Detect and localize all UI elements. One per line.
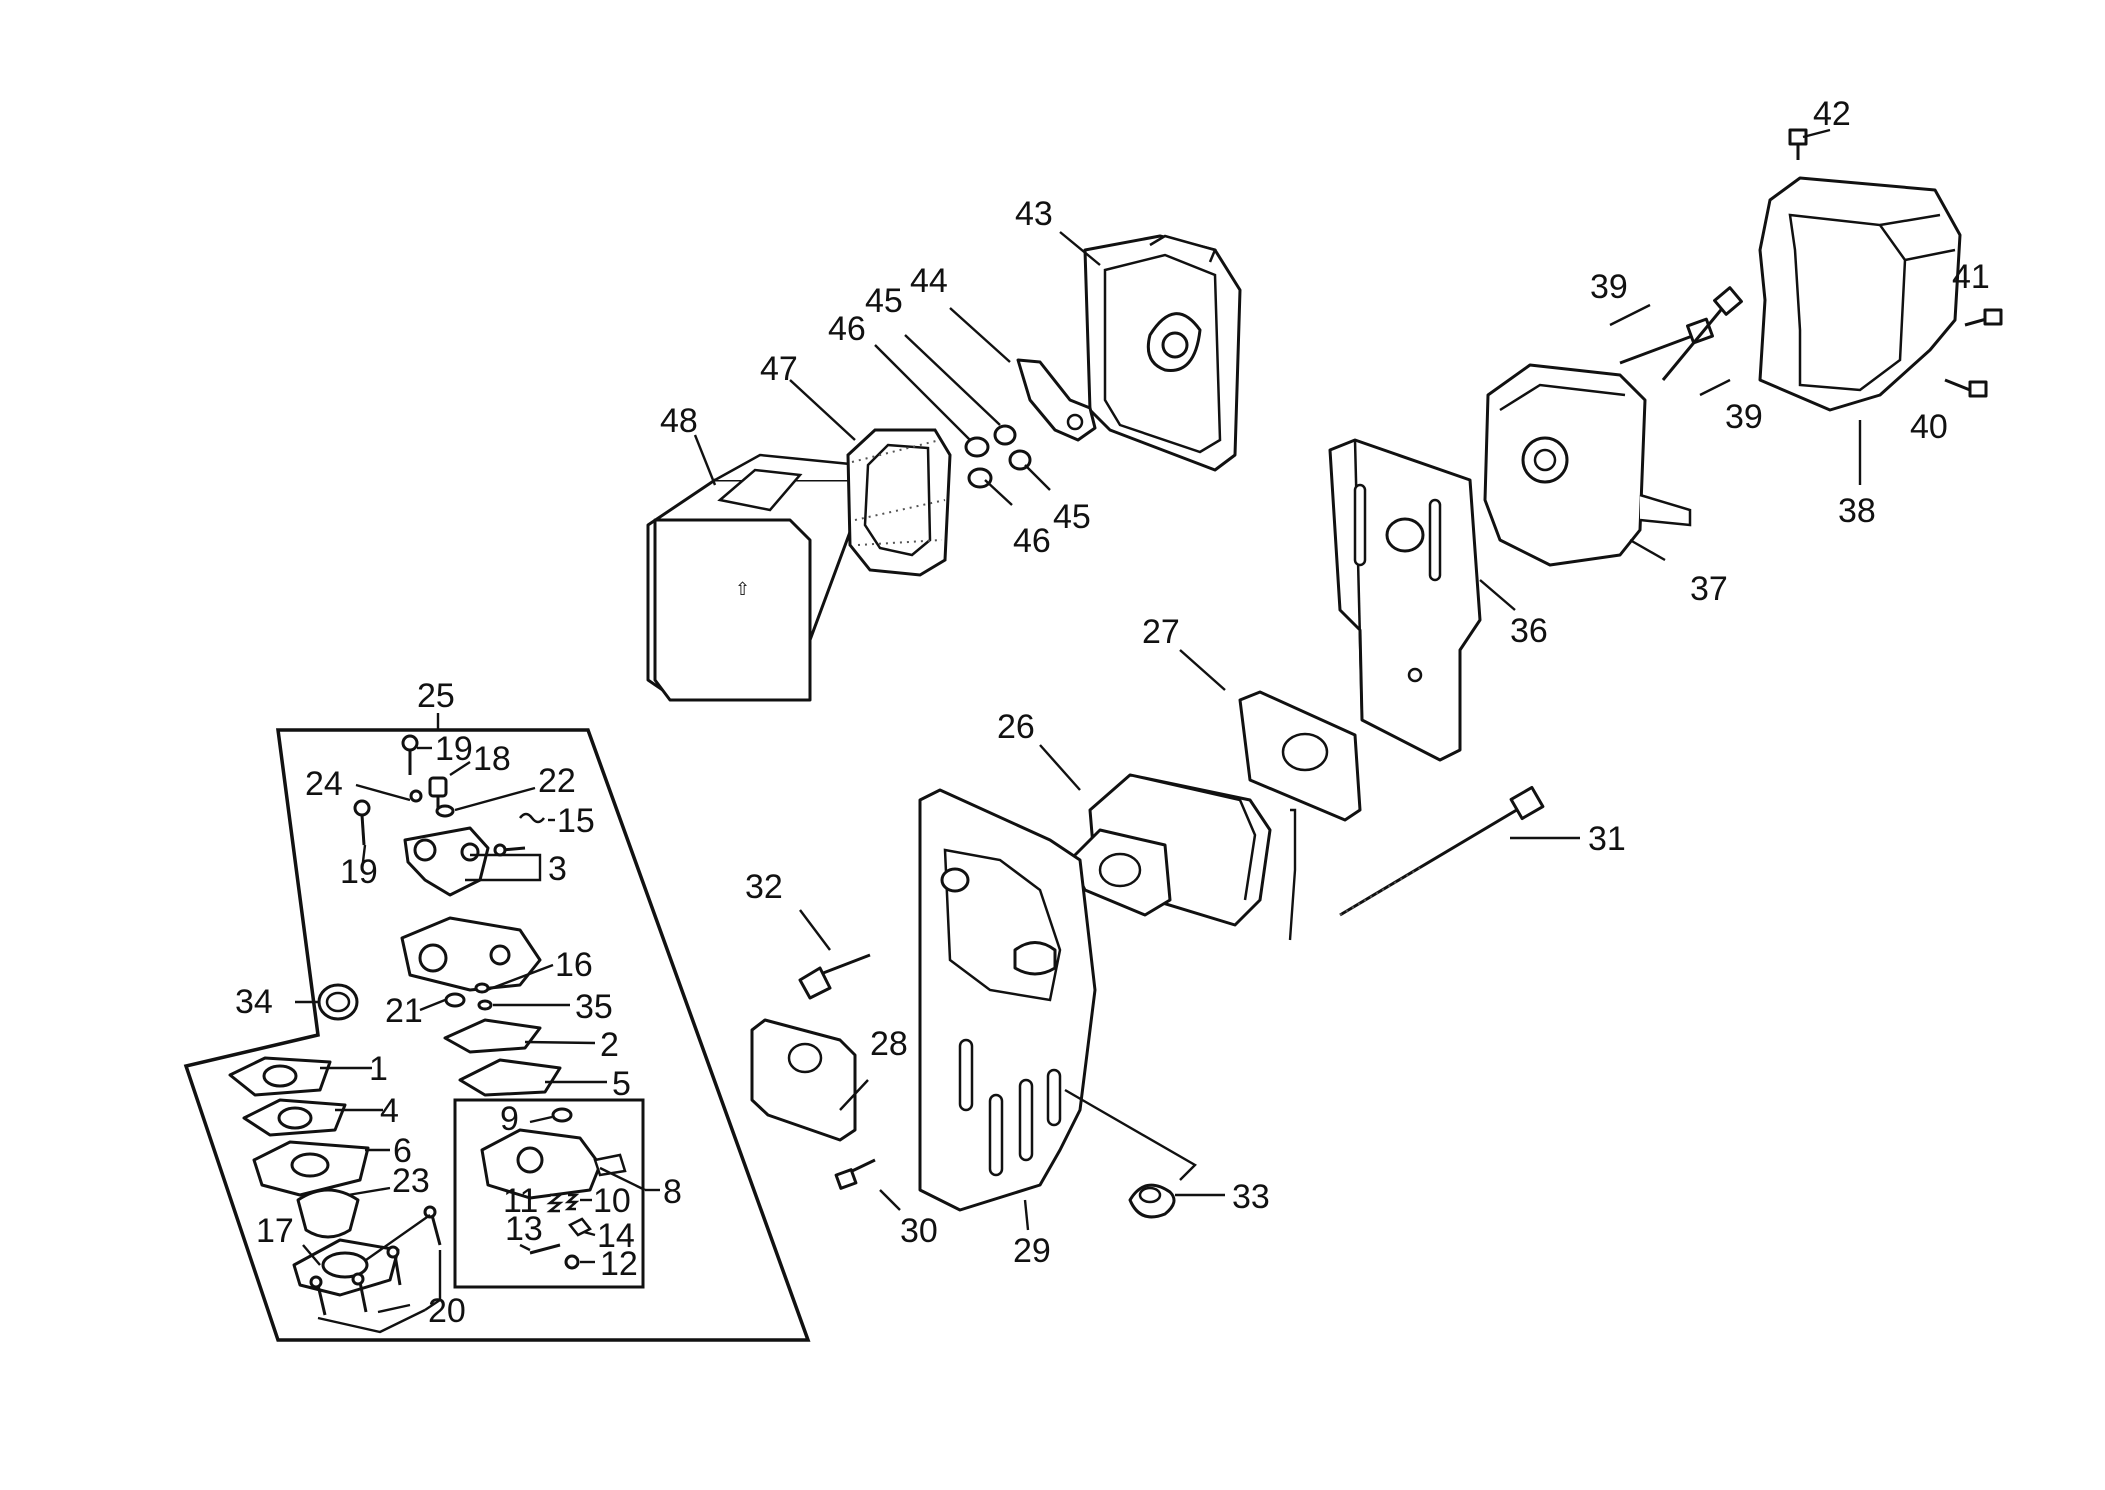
part-label: 46 (1013, 522, 1051, 560)
part-label: 37 (1690, 570, 1728, 608)
part-label: 5 (612, 1065, 631, 1103)
part-label: 29 (1013, 1232, 1051, 1270)
part-label: 40 (1910, 408, 1948, 446)
part-label: 28 (870, 1025, 908, 1063)
clip-33 (1128, 1183, 1176, 1219)
part-label: 43 (1015, 195, 1053, 233)
part-label: 20 (428, 1292, 466, 1330)
part-label: 13 (505, 1210, 543, 1248)
part-label: 48 (660, 402, 698, 440)
part-label: 31 (1588, 820, 1626, 858)
part-label: 14 (597, 1217, 635, 1255)
bolts-39 (1619, 286, 1743, 381)
part-label: 2 (600, 1026, 619, 1064)
part-label: 46 (828, 310, 866, 348)
part-label: 45 (865, 282, 903, 320)
intake-block-26 (1068, 773, 1272, 927)
part-label: 30 (900, 1212, 938, 1250)
part-label: 27 (1142, 613, 1180, 651)
part-label: 23 (392, 1162, 430, 1200)
part-label: 39 (1725, 398, 1763, 436)
heat-shield-36 (1328, 438, 1482, 762)
part-label: 22 (538, 762, 576, 800)
part-label: 36 (1510, 612, 1548, 650)
bracket-44 (1016, 358, 1097, 442)
part-label: 17 (256, 1212, 294, 1250)
plate-29 (918, 788, 1097, 1212)
part-label: 42 (1813, 95, 1851, 133)
part-label: 10 (593, 1182, 631, 1220)
muffler-cover-38 (1758, 176, 1962, 412)
carburetor-parts (228, 734, 627, 1316)
part-label: 4 (380, 1092, 399, 1130)
part-label: 33 (1232, 1178, 1270, 1216)
screw-30 (834, 1158, 876, 1190)
part-label: 35 (575, 988, 613, 1026)
leader-lines (295, 128, 1862, 1334)
part-label: 8 (663, 1173, 682, 1211)
part-label: 21 (385, 992, 423, 1030)
part-label: 25 (417, 677, 455, 715)
part-label: 12 (600, 1245, 638, 1283)
part-label: 15 (557, 802, 595, 840)
part-label: 6 (393, 1132, 412, 1170)
part-label: 32 (745, 868, 783, 906)
stud-31 (1339, 785, 1545, 917)
part-labels: 1 2 3 4 5 6 8 9 10 11 12 13 14 15 16 17 … (235, 95, 1990, 1330)
part-label: 19 (435, 730, 473, 768)
cover-marking-text: ⇧ (735, 579, 750, 599)
part-label: 18 (473, 740, 511, 778)
gasket-28 (750, 1018, 857, 1142)
bolt-32 (798, 953, 871, 1000)
nuts-45-46 (964, 424, 1032, 489)
muffler-37 (1483, 363, 1692, 567)
part-label: 24 (305, 765, 343, 803)
part-label: 19 (340, 853, 378, 891)
part-label: 44 (910, 262, 948, 300)
air-cleaner-base-43 (1083, 234, 1242, 472)
part-label: 1 (369, 1050, 388, 1088)
part-label: 45 (1053, 498, 1091, 536)
part-label: 9 (500, 1100, 519, 1138)
part-label: 34 (235, 983, 273, 1021)
part-label: 26 (997, 708, 1035, 746)
part-label: 3 (548, 850, 567, 888)
air-cleaner-cover-48: ⇧ (646, 453, 877, 702)
part-label: 41 (1952, 258, 1990, 296)
part-label: 47 (760, 350, 798, 388)
part-label: 38 (1838, 492, 1876, 530)
part-label: 39 (1590, 268, 1628, 306)
air-filter-element-47 (846, 428, 952, 577)
part-label: 11 (503, 1182, 538, 1220)
part-label: 16 (555, 946, 593, 984)
carburetor-kit-frame (183, 713, 811, 1342)
gasket-27 (1238, 690, 1362, 822)
